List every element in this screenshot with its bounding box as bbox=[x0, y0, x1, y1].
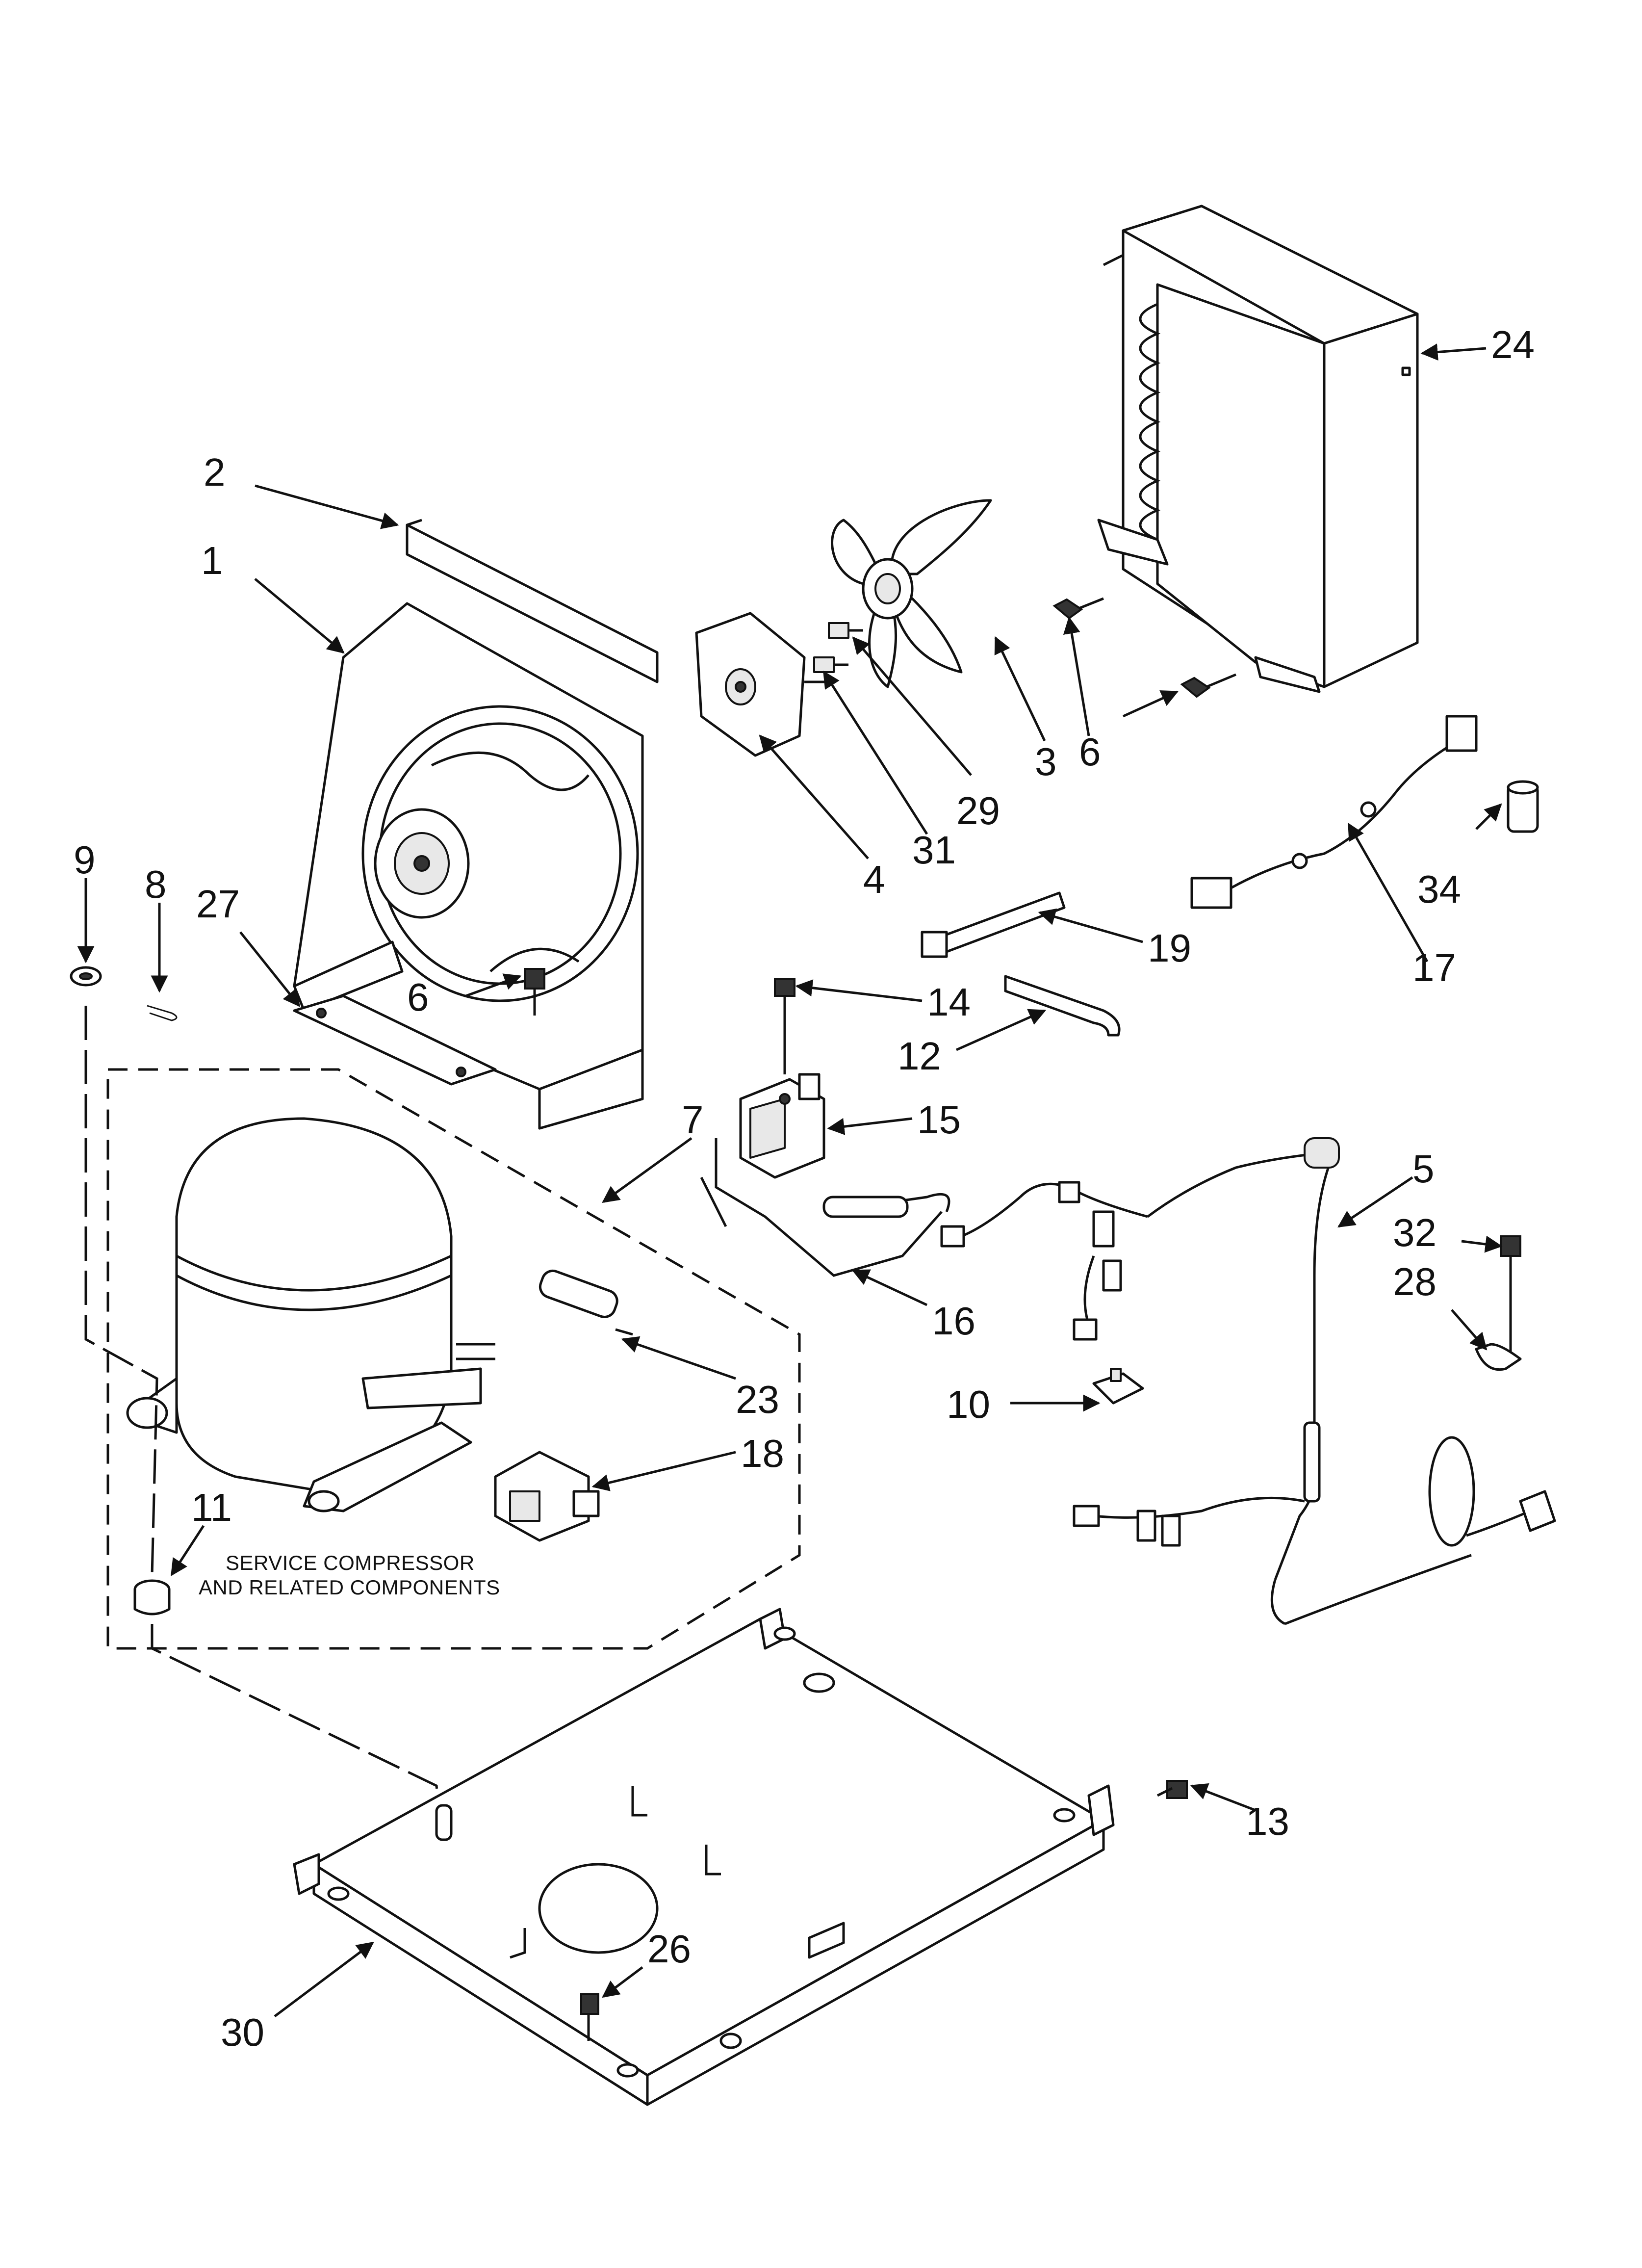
service-boundary bbox=[106, 1068, 801, 1650]
service-note-line1: SERVICE COMPRESSOR bbox=[226, 1551, 475, 1574]
screw-14 bbox=[774, 978, 795, 1074]
screw-31 bbox=[813, 656, 848, 673]
callout-17: 17 bbox=[1412, 946, 1456, 990]
tube-12 bbox=[1004, 975, 1121, 1037]
screw-29 bbox=[828, 622, 863, 639]
power-cord bbox=[1284, 1436, 1556, 1625]
callout-28: 28 bbox=[1393, 1260, 1437, 1303]
shroud-strip bbox=[406, 519, 659, 683]
callout-34: 34 bbox=[1417, 867, 1461, 911]
callout-12: 12 bbox=[898, 1034, 941, 1078]
clip-10 bbox=[1092, 1368, 1144, 1405]
callout-27: 27 bbox=[196, 882, 240, 926]
callout-16: 16 bbox=[932, 1299, 975, 1343]
callout-10: 10 bbox=[947, 1382, 990, 1426]
fan-blade bbox=[831, 499, 992, 688]
capacitor bbox=[1507, 780, 1539, 833]
callout-4: 4 bbox=[863, 858, 885, 901]
fan-motor bbox=[695, 612, 834, 757]
callout-3: 3 bbox=[1035, 740, 1057, 783]
callout-11: 11 bbox=[191, 1486, 232, 1529]
callout-32: 32 bbox=[1393, 1211, 1437, 1254]
callout-1: 1 bbox=[201, 539, 223, 582]
screw-6-shroud bbox=[524, 968, 545, 1016]
screw-6-upper bbox=[1052, 597, 1104, 620]
cable-tie bbox=[921, 891, 1066, 958]
callout-8: 8 bbox=[145, 862, 167, 906]
relay-overload bbox=[494, 1451, 600, 1542]
callout-31: 31 bbox=[912, 828, 956, 872]
callout-14: 14 bbox=[927, 980, 971, 1024]
callout-15: 15 bbox=[917, 1098, 961, 1142]
callout-24: 24 bbox=[1491, 323, 1535, 366]
callout-7: 7 bbox=[682, 1098, 704, 1142]
callout-26: 26 bbox=[647, 1927, 691, 1971]
callout-2: 2 bbox=[204, 450, 226, 494]
valve-tubing bbox=[700, 1138, 950, 1277]
callout-6-condenser: 6 bbox=[1079, 730, 1101, 774]
wire-harness-17 bbox=[1190, 715, 1478, 909]
callout-13: 13 bbox=[1246, 1799, 1289, 1843]
service-note-line2: AND RELATED COMPONENTS bbox=[199, 1576, 500, 1599]
callout-arrows bbox=[77, 343, 1503, 2017]
grommet bbox=[133, 1579, 171, 1616]
callout-18: 18 bbox=[741, 1432, 784, 1475]
compressor bbox=[126, 1117, 495, 1512]
clamp-28 bbox=[1475, 1343, 1522, 1371]
solenoid-coil bbox=[739, 1073, 825, 1179]
condenser-assembly bbox=[1097, 205, 1419, 693]
callout-23: 23 bbox=[736, 1378, 779, 1421]
screw-32 bbox=[1500, 1235, 1521, 1354]
callout-30: 30 bbox=[221, 2010, 264, 2054]
callout-6-shroud: 6 bbox=[407, 975, 429, 1019]
screw-6-lower bbox=[1180, 673, 1236, 698]
fan-shroud-assembly bbox=[293, 602, 644, 1130]
callout-5: 5 bbox=[1412, 1147, 1435, 1191]
callout-labels: 1 2 3 4 5 6 6 7 8 9 10 11 12 13 14 15 16… bbox=[74, 323, 1535, 2054]
screw-13 bbox=[1156, 1780, 1188, 1799]
callout-29: 29 bbox=[956, 789, 1000, 833]
grommet-9 bbox=[70, 966, 102, 987]
bracket-27 bbox=[293, 994, 497, 1086]
base-pan bbox=[293, 1608, 1115, 2106]
dryer-filter bbox=[539, 1269, 633, 1336]
service-note: SERVICE COMPRESSOR AND RELATED COMPONENT… bbox=[199, 1551, 500, 1599]
callout-19: 19 bbox=[1148, 926, 1191, 970]
callout-9: 9 bbox=[74, 838, 96, 882]
screw-26 bbox=[580, 1993, 599, 2041]
clip-8 bbox=[147, 1005, 178, 1021]
wire-harness-5 bbox=[940, 1137, 1340, 1625]
